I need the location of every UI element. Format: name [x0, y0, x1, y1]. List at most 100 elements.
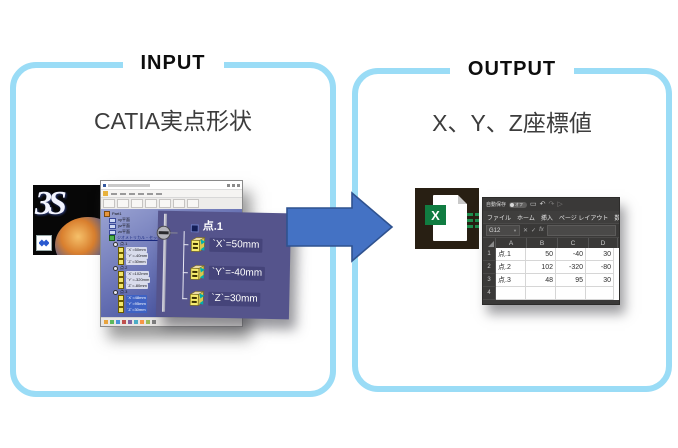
- row-number[interactable]: 1: [483, 248, 496, 261]
- cell[interactable]: 102: [526, 261, 556, 274]
- parameter-cube-icon: [118, 247, 124, 253]
- tree-param[interactable]: `X`=50mm: [118, 247, 176, 253]
- tab-insert[interactable]: 挿入: [540, 215, 553, 222]
- tree-geo-set[interactable]: ジオメトリカル・セット.1: [109, 235, 176, 241]
- autosave-toggle[interactable]: オフ: [509, 201, 528, 208]
- excel-app-icon[interactable]: X: [415, 188, 479, 249]
- cell-rest: [614, 248, 619, 261]
- table-row: 3 点.3 48 95 30: [483, 274, 619, 287]
- undo-icon[interactable]: ↶: [539, 201, 546, 208]
- excel-window: 自動保存 オフ ▭ ↶ ↷ ▷ ファイル ホーム 挿入 ページ レイアウト 数式…: [482, 197, 620, 305]
- row-number[interactable]: 4: [483, 287, 496, 300]
- tree-param[interactable]: `X`=102mm: [118, 271, 176, 277]
- cell[interactable]: 点.2: [496, 261, 526, 274]
- tree-param-selected[interactable]: `Z`=30mm: [118, 307, 176, 313]
- col-header-b[interactable]: B: [527, 238, 558, 248]
- point-icon: [113, 265, 118, 271]
- page-fold-corner: [458, 195, 467, 204]
- col-header-d[interactable]: D: [589, 238, 618, 248]
- tree-param[interactable]: `Y`=-40mm: [118, 253, 176, 259]
- tree-plane-yz[interactable]: yz平面: [109, 223, 176, 229]
- tree-plane-zx[interactable]: zx平面: [109, 229, 176, 235]
- cell-rest: [614, 287, 619, 300]
- tree-param[interactable]: `Z`=30mm: [118, 259, 176, 265]
- select-all-corner[interactable]: [483, 238, 496, 248]
- catia-spec-tree[interactable]: Part1 xy平面 yz平面 zx平面 ジオメトリカル・セット.1: [104, 211, 176, 313]
- col-header-a[interactable]: A: [496, 238, 527, 248]
- excel-x-logo: X: [425, 205, 446, 225]
- cell[interactable]: 50: [526, 248, 556, 261]
- parameter-cube-icon: [189, 291, 205, 307]
- catia-titlebar: [101, 181, 242, 189]
- point-icon: [113, 241, 118, 247]
- tab-home[interactable]: ホーム: [517, 215, 535, 222]
- cell[interactable]: -40: [556, 248, 586, 261]
- catia-app-icon[interactable]: 3S: [33, 185, 105, 255]
- cursor-icon: ▷: [557, 201, 563, 208]
- catia-window-controls[interactable]: [227, 183, 240, 187]
- cell[interactable]: 30: [586, 274, 614, 287]
- name-box[interactable]: G12 ▼: [486, 225, 520, 236]
- tree-point-2[interactable]: 点.2: [113, 265, 176, 271]
- enter-icon[interactable]: ✓: [531, 228, 537, 234]
- table-row: 1 点.1 50 -40 30: [483, 248, 619, 261]
- save-icon[interactable]: ▭: [530, 201, 537, 208]
- overlay-param-z: `Z`=30mm: [187, 290, 261, 308]
- fx-icon[interactable]: fx: [539, 227, 544, 233]
- tree-param[interactable]: `Z`=-80mm: [118, 283, 176, 289]
- column-headers: A B C D: [483, 237, 619, 248]
- row-number[interactable]: 2: [483, 261, 496, 274]
- cancel-icon[interactable]: ✕: [523, 228, 529, 234]
- catia-3ds-logo: 3S: [35, 185, 67, 222]
- tree-root[interactable]: Part1: [104, 211, 176, 217]
- tree-point-3[interactable]: 点.3: [113, 289, 176, 295]
- tree-param-selected[interactable]: `Y`=95mm: [118, 301, 176, 307]
- tree-point-1[interactable]: 点.1: [113, 241, 176, 247]
- cell[interactable]: 点.1: [496, 248, 526, 261]
- tab-formulas[interactable]: 数式: [614, 213, 619, 222]
- catia-app-glyph: [103, 183, 106, 187]
- tree-plane-xy[interactable]: xy平面: [109, 217, 176, 223]
- excel-ribbon-tabs: ファイル ホーム 挿入 ページ レイアウト 数式 データ: [483, 211, 619, 223]
- formula-bar-icons: ✕ ✓ fx: [523, 227, 544, 234]
- parameter-cube-icon: [118, 253, 124, 259]
- cell[interactable]: [526, 287, 556, 300]
- catia-toolbar[interactable]: [101, 197, 242, 209]
- catia-menubar[interactable]: [101, 189, 242, 197]
- parameter-cube-icon: [189, 265, 206, 281]
- cell[interactable]: [586, 287, 614, 300]
- plane-icon: [109, 223, 116, 229]
- plane-icon: [109, 229, 116, 235]
- tab-file[interactable]: ファイル: [487, 215, 512, 222]
- cell[interactable]: 95: [556, 274, 586, 287]
- col-header-rest: [618, 238, 619, 248]
- table-row: 4: [483, 287, 619, 300]
- tree-param[interactable]: `Y`=-320mm: [118, 277, 176, 283]
- redo-icon[interactable]: ↷: [548, 201, 555, 208]
- catia-power-input-bar[interactable]: [101, 317, 242, 326]
- catia-menu-icon: [103, 191, 108, 196]
- tree-zoom-overlay: 点.1 `X`=50mm `Y`=-: [155, 210, 292, 320]
- tree-connector-line: [182, 231, 185, 300]
- shortcut-arrow-icon: [36, 235, 52, 251]
- row-number[interactable]: 3: [483, 274, 496, 287]
- parameter-cube-icon: [118, 307, 124, 313]
- cell[interactable]: 48: [526, 274, 556, 287]
- input-label: INPUT: [122, 50, 224, 76]
- formula-bar-input[interactable]: [546, 225, 616, 236]
- cell[interactable]: 30: [586, 248, 614, 261]
- cell[interactable]: -80: [586, 261, 614, 274]
- cell[interactable]: 点.3: [496, 274, 526, 287]
- flow-arrow: [286, 191, 394, 263]
- tab-page-layout[interactable]: ページ レイアウト: [558, 215, 609, 222]
- cell[interactable]: -320: [556, 261, 586, 274]
- excel-titlebar: 自動保存 オフ ▭ ↶ ↷ ▷: [483, 198, 619, 211]
- cell[interactable]: [556, 287, 586, 300]
- parameter-cube-icon: [118, 295, 124, 301]
- col-header-c[interactable]: C: [558, 238, 589, 248]
- tree-param-selected[interactable]: `X`=48mm: [118, 295, 176, 301]
- autosave-label: 自動保存: [486, 202, 507, 208]
- parameter-cube-icon: [190, 237, 206, 253]
- cell[interactable]: [496, 287, 526, 300]
